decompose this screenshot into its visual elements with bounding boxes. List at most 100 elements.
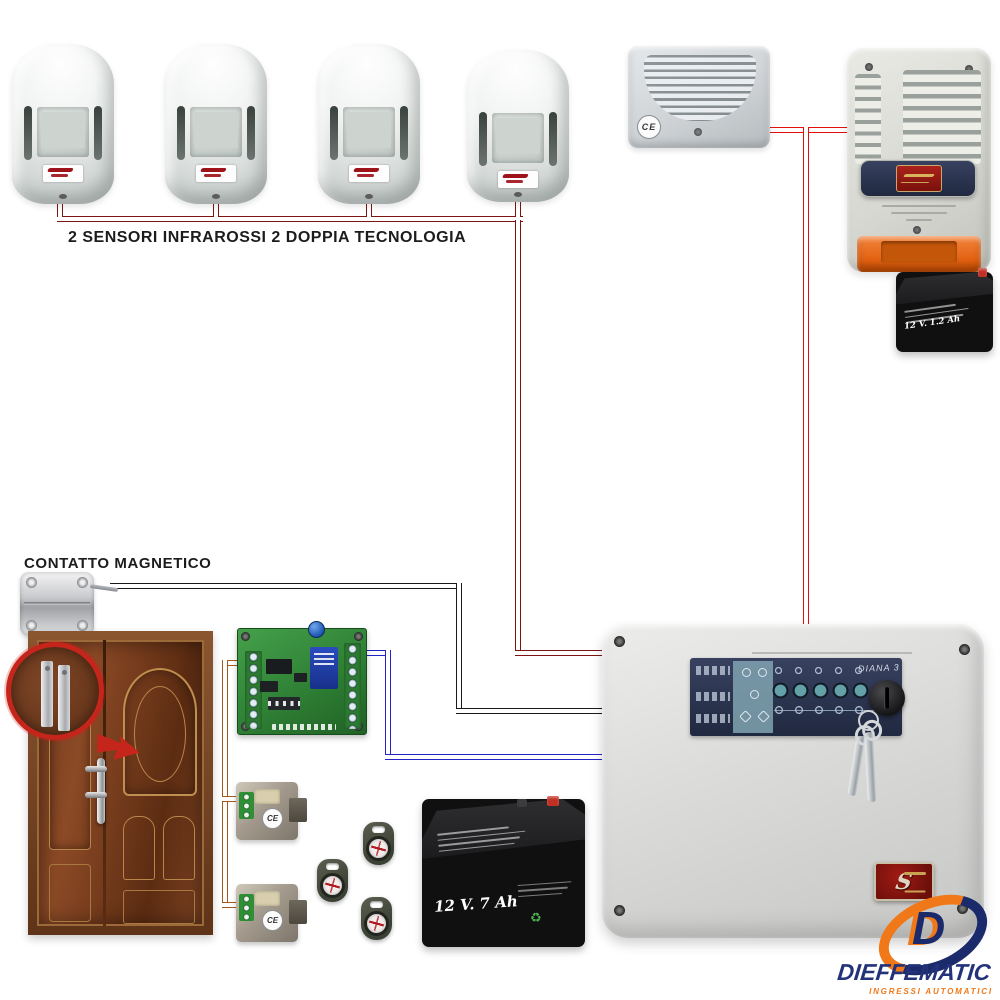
key-icon [847, 735, 866, 797]
contact-wire-vertical [456, 583, 462, 714]
screw-icon [913, 226, 921, 234]
battery-top-face [896, 272, 993, 305]
plate-legend-text [696, 692, 730, 701]
reader2-branch-wire [222, 902, 240, 908]
zone-button-row[interactable] [772, 682, 872, 699]
terminal-block-right [344, 643, 361, 729]
board-to-panel-wire [385, 754, 606, 760]
pir-brand-label [498, 171, 538, 188]
status-led-row [774, 705, 874, 715]
door-arch-panel [123, 668, 197, 796]
fob-keyring-hole [370, 901, 383, 908]
plate-symbol-icon [750, 690, 759, 699]
screw-icon [241, 632, 250, 641]
capacitor-component [308, 621, 325, 638]
panel-seam [752, 652, 912, 654]
sensor1-stub-wire [57, 201, 63, 217]
pir-sensor-4 [467, 50, 569, 202]
contact-to-panel-wire [456, 708, 606, 714]
plate-legend-text [696, 714, 730, 723]
pir-led-dot [365, 194, 373, 199]
silkscreen-text [272, 724, 336, 730]
siren-slats-right [903, 70, 981, 164]
pir-lens [190, 107, 242, 157]
brand-name: DIEFFEMATIC [836, 959, 992, 985]
fob-emblem-disc [366, 836, 391, 861]
door-panel [123, 816, 155, 880]
reader-window [254, 891, 280, 906]
panel-brand-badge: S [874, 862, 934, 901]
logo-monogram: D [912, 902, 946, 954]
magnetic-contact-caption: CONTATTO MAGNETICO [24, 555, 212, 572]
siren-slats-left [855, 74, 881, 164]
pir-side-slot-icon [330, 106, 338, 160]
plate-symbol-icon [742, 668, 751, 677]
pir-side-slot-icon [549, 112, 557, 166]
screw-icon [354, 632, 363, 641]
pir-led-dot [212, 194, 220, 199]
plate-symbol-icon [758, 668, 767, 677]
ic-chip [266, 659, 292, 674]
door-panel [49, 864, 91, 922]
screw-icon [77, 620, 88, 631]
siren-brand-label [896, 165, 942, 192]
contact-strip [41, 661, 53, 727]
dip-switch [268, 697, 300, 710]
screw-icon [959, 644, 970, 655]
reader-terminal-block [239, 792, 254, 819]
pir-brand-label [43, 165, 83, 182]
screw-icon [77, 577, 88, 588]
board-reader-wire-out [225, 660, 241, 666]
contact-wire-horizontal [110, 583, 462, 589]
sensor4-stub-wire [515, 199, 521, 217]
battery-terminal [517, 799, 527, 807]
key-switch[interactable] [869, 680, 905, 716]
key-fob-3 [361, 897, 392, 940]
pir-led-dot [59, 194, 67, 199]
reader-side-block [289, 798, 307, 822]
door-oval-inlay [134, 686, 186, 782]
pir-side-slot-icon [94, 106, 102, 160]
reader1-branch-wire [222, 796, 240, 802]
sensors-caption: 2 SENSORI INFRAROSSI 2 DOPPIA TECNOLOGIA [68, 229, 467, 246]
sensor-to-panel-wire [515, 650, 610, 656]
fob-keyring-hole [372, 826, 385, 833]
battery-terminal [547, 796, 559, 806]
key-fob-2 [317, 859, 348, 902]
pir-side-slot-icon [177, 106, 185, 160]
ce-mark: CE [637, 115, 661, 139]
door-panel [123, 890, 195, 924]
pir-led-dot [514, 192, 522, 197]
board-wire-out [362, 650, 391, 656]
pir-lens [343, 107, 395, 157]
fob-emblem-disc [320, 873, 345, 898]
pir-sensor-2 [165, 44, 267, 204]
siren-flasher-lens [857, 236, 981, 272]
siren-vent-line [906, 219, 932, 221]
ce-mark: CE [262, 910, 283, 931]
screw-icon [957, 903, 968, 914]
contact-detail-magnifier [6, 642, 104, 740]
screw-icon [865, 63, 873, 71]
main-battery: 12 V. 7 Ah ♻ [422, 796, 585, 947]
ce-mark: CE [262, 808, 283, 829]
battery-voltage-label: 12 V. 7 Ah [433, 892, 519, 916]
indoor-siren: CE [628, 46, 770, 148]
screw-icon [26, 577, 37, 588]
pir-lens [492, 113, 544, 163]
ic-chip [260, 681, 278, 692]
key-reader-2: CE [236, 884, 307, 942]
magnetic-contact [20, 572, 119, 636]
reader-window [254, 789, 280, 804]
sensor3-stub-wire [366, 201, 372, 217]
terminal-block-left [245, 651, 262, 729]
pir-side-slot-icon [24, 106, 32, 160]
entrance-door [28, 631, 213, 935]
reader-terminal-block [239, 894, 254, 921]
screw-icon [614, 905, 625, 916]
pir-sensor-3 [318, 44, 420, 204]
key-fob-1 [363, 822, 394, 865]
brand-tagline: INGRESSI AUTOMATICI [869, 987, 993, 996]
screw-icon [614, 636, 625, 647]
